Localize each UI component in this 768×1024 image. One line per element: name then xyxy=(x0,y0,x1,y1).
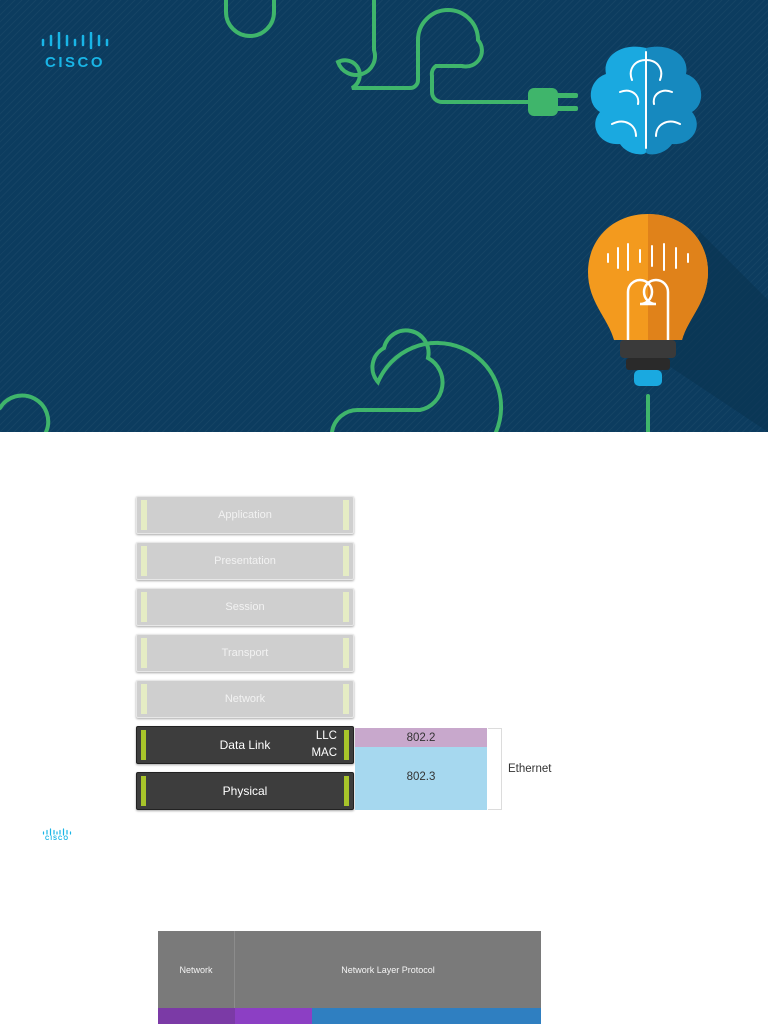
sublayer-llc-label: LLC xyxy=(315,730,337,742)
table-band-purple-dark xyxy=(158,1008,235,1024)
table-band-purple xyxy=(235,1008,312,1024)
layer-data-link: Data Link LLC MAC xyxy=(136,726,354,764)
circuit-lines xyxy=(0,0,650,432)
layer-network: Network xyxy=(136,680,354,718)
cisco-logo: CISCO xyxy=(40,32,110,71)
protocol-table: Network Network Layer Protocol xyxy=(158,931,541,1024)
layer-label: Physical xyxy=(222,784,268,798)
brain-icon xyxy=(590,46,702,155)
layer-label: Data Link xyxy=(219,738,271,752)
layer-label: Session xyxy=(225,601,265,613)
network-header-cell: Network xyxy=(158,931,235,1008)
ethernet-label: Ethernet xyxy=(508,763,552,775)
standard-802-3-box: 802.3 xyxy=(355,747,487,810)
cisco-wordmark: CISCO xyxy=(44,54,105,71)
layer-transport: Transport xyxy=(136,634,354,672)
layer-application: Application xyxy=(136,496,354,534)
network-layer-protocol-label: Network Layer Protocol xyxy=(341,964,435,975)
layer-presentation: Presentation xyxy=(136,542,354,580)
sublayer-mac-label: MAC xyxy=(311,747,337,759)
cisco-bars-icon xyxy=(41,32,109,50)
layer-label: Application xyxy=(218,509,272,521)
layer-label: Transport xyxy=(221,647,269,659)
ethernet-bracket xyxy=(488,728,502,810)
cisco-logo-small: CISCO xyxy=(42,828,72,842)
standard-802-2-label: 802.2 xyxy=(406,731,436,744)
table-band-blue xyxy=(312,1008,541,1024)
hero-illustration xyxy=(0,0,768,432)
hero-banner: CISCO xyxy=(0,0,768,432)
cisco-wordmark-small: CISCO xyxy=(44,836,69,842)
plug-icon xyxy=(528,88,578,116)
cisco-bars-icon xyxy=(42,828,72,836)
standard-802-2-box: 802.2 xyxy=(355,728,487,747)
layer-label: Network xyxy=(224,693,266,705)
layer-physical: Physical xyxy=(136,772,354,810)
network-layer-protocol-cell: Network Layer Protocol xyxy=(235,931,541,1008)
standard-802-3-label: 802.3 xyxy=(406,771,436,783)
lightbulb-icon xyxy=(588,214,768,432)
network-header-label: Network xyxy=(179,964,213,975)
layer-label: Presentation xyxy=(214,555,276,567)
layer-session: Session xyxy=(136,588,354,626)
